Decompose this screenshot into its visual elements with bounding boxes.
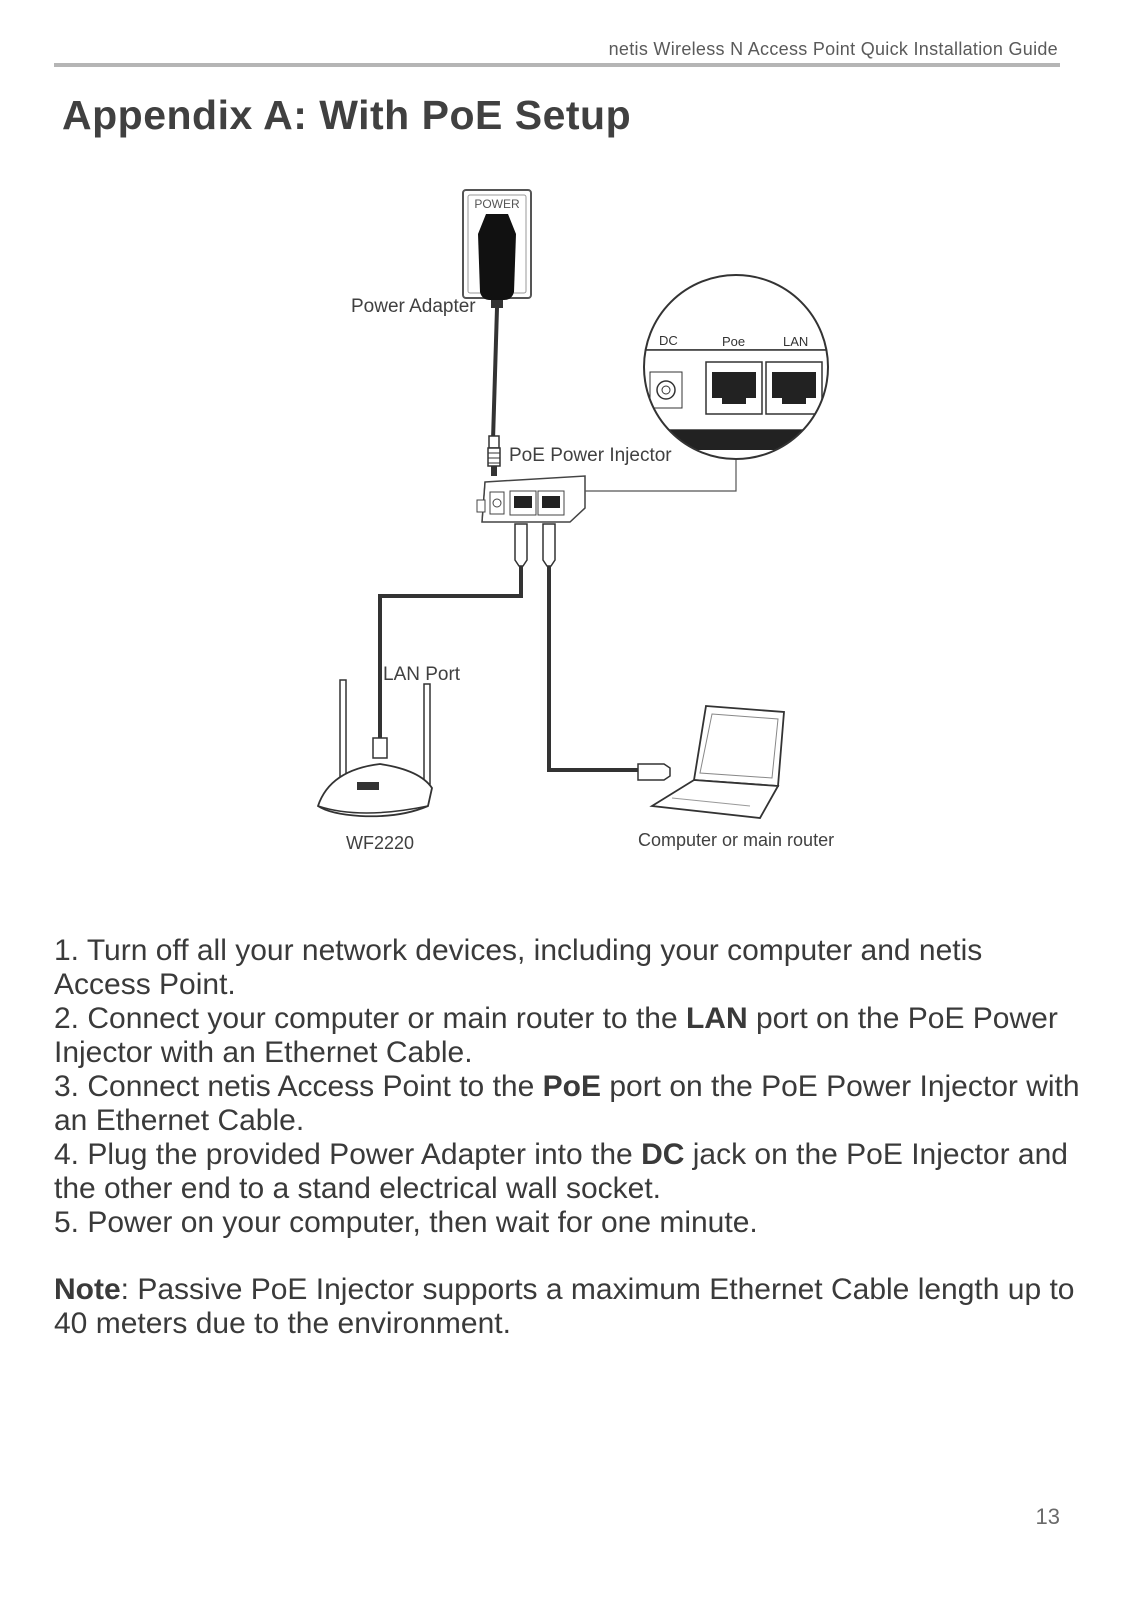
note-label: Note — [54, 1273, 121, 1306]
header-divider — [54, 63, 1060, 67]
step-3-keyword: PoE — [542, 1070, 601, 1103]
ap-ethernet-cable — [378, 566, 523, 740]
page-title: Appendix A: With PoE Setup — [62, 92, 632, 138]
poe-injector-icon — [476, 475, 586, 523]
step-4-keyword: DC — [641, 1138, 685, 1171]
computer-label: Computer or main router — [638, 830, 835, 850]
step-4: 4. Plug the provided Power Adapter into … — [54, 1138, 1068, 1205]
access-point-model-label: WF2220 — [346, 833, 415, 853]
dc-plug-icon — [487, 435, 501, 476]
note: Note: Passive PoE Injector supports a ma… — [54, 1273, 1084, 1341]
zoom-poe-label: Poe — [722, 334, 745, 349]
note-text: : Passive PoE Injector supports a maximu… — [54, 1273, 1075, 1340]
adapter-cable — [491, 307, 499, 441]
lan-port-label: LAN Port — [383, 664, 461, 685]
zoom-lan-label: LAN — [783, 334, 808, 349]
header-title: netis Wireless N Access Point Quick Inst… — [608, 39, 1058, 59]
access-point-router-icon — [316, 679, 433, 818]
step-3: 3. Connect netis Access Point to the PoE… — [54, 1070, 1080, 1137]
zoom-dc-label: DC — [659, 333, 678, 348]
power-adapter-label: Power Adapter — [351, 296, 476, 317]
step-2-keyword: LAN — [685, 1002, 748, 1035]
ethernet-plug-icon — [514, 523, 556, 567]
callout-line — [585, 450, 737, 492]
power-adapter-icon — [478, 214, 516, 308]
step-1: 1. Turn off all your network devices, in… — [54, 934, 983, 1001]
poe-injector-label: PoE Power Injector — [509, 445, 672, 466]
poe-setup-diagram: POWER — [316, 189, 829, 819]
zoom-detail-circle: DC Poe LAN — [643, 274, 829, 460]
outlet-power-label: POWER — [474, 197, 520, 211]
page-number: 13 — [1035, 1504, 1060, 1529]
installation-steps: 1. Turn off all your network devices, in… — [54, 934, 1084, 1341]
laptop-icon — [649, 705, 785, 819]
step-5: 5. Power on your computer, then wait for… — [54, 1206, 758, 1239]
step-2: 2. Connect your computer or main router … — [54, 1002, 1058, 1069]
computer-ethernet-cable — [547, 566, 640, 772]
ethernet-plug-icon — [637, 763, 671, 781]
